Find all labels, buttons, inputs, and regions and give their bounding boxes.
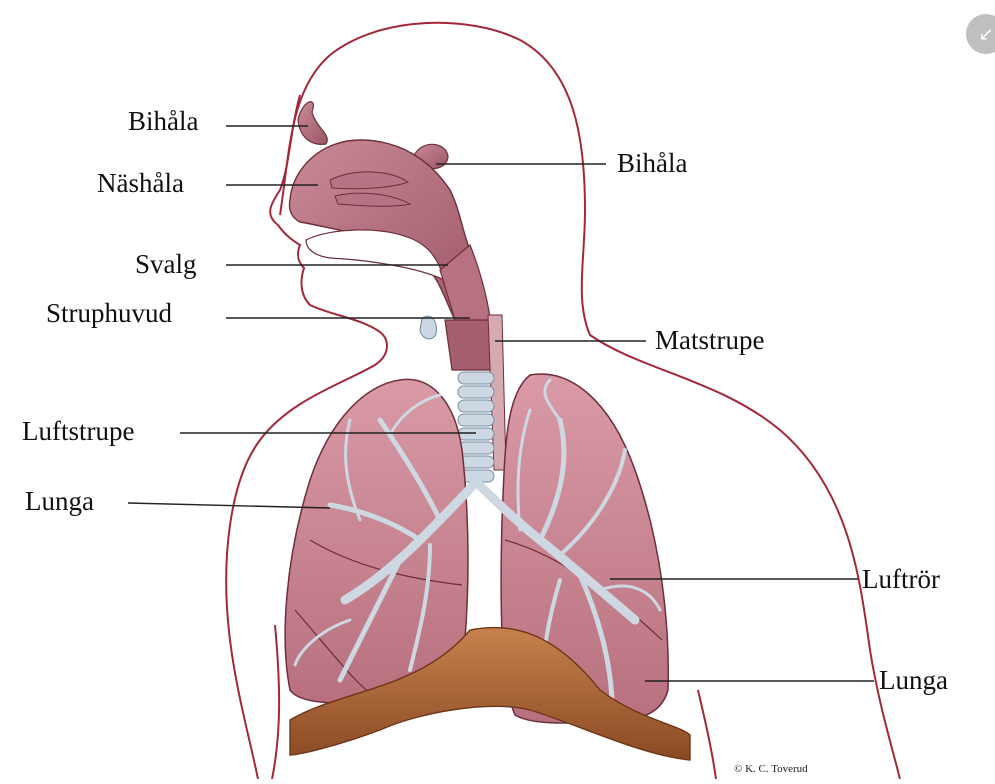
leader-lunga-left — [128, 503, 330, 508]
label-luftror: Luftrör — [862, 566, 940, 593]
collapse-arrow-icon: ↙ — [978, 24, 993, 45]
copyright-credit: © K. C. Toverud — [734, 763, 808, 775]
label-svalg: Svalg — [135, 251, 197, 278]
label-matstrupe: Matstrupe — [655, 327, 764, 354]
label-lunga-left: Lunga — [25, 488, 94, 515]
label-nashala: Näshåla — [97, 170, 184, 197]
label-bihala-right: Bihåla — [617, 150, 687, 177]
label-lunga-right: Lunga — [879, 667, 948, 694]
label-bihala-left: Bihåla — [128, 108, 198, 135]
label-luftstrupe: Luftstrupe — [22, 418, 134, 445]
label-struphuvud: Struphuvud — [46, 300, 172, 327]
